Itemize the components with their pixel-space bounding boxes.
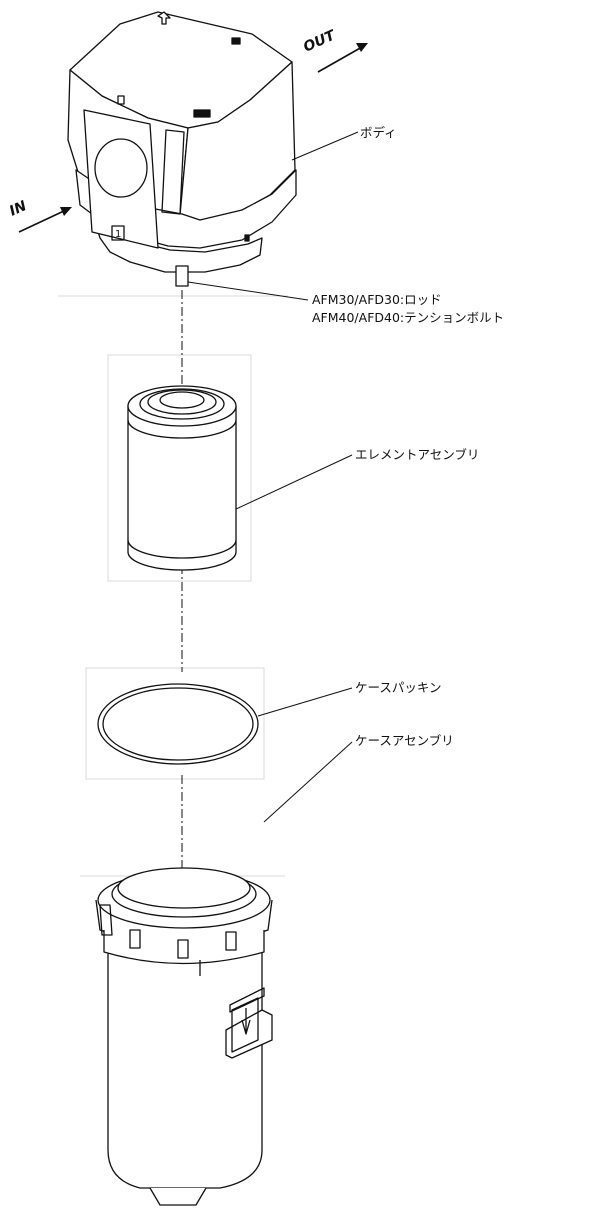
case-packing-label: ケースパッキン xyxy=(355,680,442,695)
element-assembly-label: エレメントアセンブリ xyxy=(355,447,479,462)
in-label: IN xyxy=(7,198,29,220)
element-leader-line xyxy=(233,454,353,511)
body-leader-line xyxy=(291,131,359,161)
rod-label-line2: AFM40/AFD40:テンションボルト xyxy=(312,310,504,325)
out-label: OUT xyxy=(301,27,339,56)
packing-frame xyxy=(85,667,265,780)
element-frame xyxy=(107,354,252,582)
rod-label-line1: AFM30/AFD30:ロッド xyxy=(312,292,442,307)
rod-leader-line xyxy=(187,281,309,301)
case-leader-line xyxy=(263,741,353,823)
port-number-text: 1 xyxy=(115,229,121,240)
packing-leader-line xyxy=(257,687,353,717)
case-assembly-part xyxy=(95,867,273,1206)
case-packing-part xyxy=(97,683,259,765)
in-arrow xyxy=(18,207,72,233)
case-assembly-label: ケースアセンブリ xyxy=(355,733,454,748)
element-assembly-part xyxy=(127,385,237,571)
body-label: ボディ xyxy=(360,125,397,140)
out-arrow xyxy=(317,43,368,73)
body-part xyxy=(67,11,297,287)
